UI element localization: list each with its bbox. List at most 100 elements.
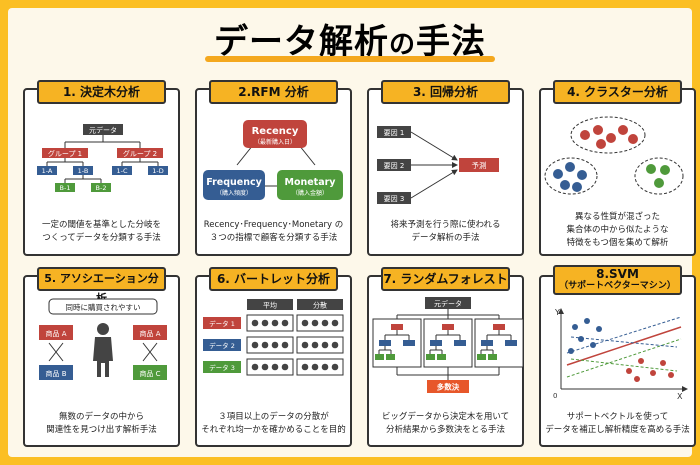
page-title: データ解析の手法 [0,14,700,63]
rfm-diagram: Recency （最新購入日） Frequency （購入頻度） Monetar… [203,120,343,200]
svm-margin-upper [566,316,682,354]
tree-node [426,354,435,360]
card-description: 異なる性質が混ざった 集合体の中から似たような 特徴をもつ個を集めて解析 [566,212,669,248]
card-heading: 6. バートレット分析 [209,267,338,291]
tree-group1-box [42,148,88,158]
prediction-label: 予測 [472,160,487,170]
tree-node [477,354,486,360]
cell-dot [331,363,339,371]
x-axis-label: X [677,392,683,401]
tree-node [379,340,391,346]
card-description: ビッグデータから決定木を用いて 分析結果から多数決をとる手法 [381,412,510,435]
bartlett-table: 平均 分散 データ 1 データ 2 データ 3 [203,299,344,376]
card-heading: 5. アソシエーション分析 [37,267,166,305]
card-association: 5. アソシエーション分析 同時に購買されやすい 商品 A 商品 B 商品 A … [23,267,180,447]
origin-label: 0 [553,392,557,400]
col-variance: 分散 [313,301,327,310]
title-end: 手法 [416,22,486,62]
item-a-left: 商品 A [45,329,66,338]
factor-1: 要因 1 [384,129,405,137]
card-description: 無数のデータの中から 関連性を見つけ出す解析手法 [46,412,157,435]
cell-dot [271,363,279,371]
card-description: ３項目以上のデータの分散が それぞれ均一かを確かめることを目的 [201,412,346,435]
row-label-box [203,339,241,351]
tree-node [505,340,517,346]
cell-dot [251,319,259,327]
row-label: データ 2 [209,341,235,350]
tree-root-box [83,124,123,135]
item-c: 商品 C [139,369,160,378]
svm-plot: Y X 0 [553,308,688,401]
tree-node [442,324,454,330]
card-cluster: 4. クラスター分析 異なる性質が混ざった 集合体の中から似たような 特徴をも [539,80,696,256]
card-description: 一定の閾値を基準とした分岐を つくってデータを分類する手法 [41,220,161,243]
cell-dot [311,363,319,371]
table-cell [246,358,294,376]
item-b: 商品 B [45,369,66,378]
col-mean: 平均 [263,301,277,310]
card-description: Recency･Frequency･Monetary の ３つの指標で顧客を分類… [203,220,344,243]
row-label-box [203,361,241,373]
regression-diagram: 要因 1 要因 2 要因 3 予測 [377,126,499,204]
tree-node-1b: 1-B [78,167,89,175]
card-description: 将来予測を行う際に使われる データ解析の手法 [390,220,501,243]
cell-dot [331,319,339,327]
cell-dot [321,341,329,349]
svm-margin-lower [566,338,682,378]
row-label: データ 3 [209,363,235,372]
tree-root: 元データ [89,126,117,135]
cell-dot [301,341,309,349]
cell-dot [281,363,289,371]
frequency-box [203,170,265,200]
card-random-forest: 7. ランダムフォレスト 元データ 多数決 ビッグデータから決定木を用いて 分析… [367,267,524,447]
card-svm: 8.SVM （サポートベクターマシン） Y X 0 [539,265,696,447]
tree-node [488,354,497,360]
tree-node-1c: 1-C [116,167,127,175]
tree-node [493,324,505,330]
table-cell [296,314,344,332]
cell-dot [301,319,309,327]
table-cell [296,358,344,376]
cell-dot [311,341,319,349]
vote-box [427,380,469,393]
title-particle: の [388,30,416,60]
monetary-sub: （購入金額） [292,189,328,197]
card-bartlett: 6. バートレット分析 平均 分散 データ 1 データ 2 データ 3 ３項目以上の… [195,267,352,447]
cell-dot [301,363,309,371]
tree-node [454,340,466,346]
monetary-label: Monetary [284,177,336,188]
card-heading: 3. 回帰分析 [381,80,510,104]
vote-label: 多数決 [437,382,460,392]
tree-node-b1: B-1 [60,184,71,192]
tree-node-1d: 1-D [152,167,164,175]
cell-dot [261,319,269,327]
cell-dot [281,341,289,349]
row-label: データ 1 [209,319,235,328]
item-a-right: 商品 A [139,329,160,338]
tree-group2: グループ 2 [123,149,157,158]
svm-hyperplane [566,326,682,366]
cell-dot [321,319,329,327]
card-regression: 3. 回帰分析 要因 1 要因 2 要因 3 予測 将来予測を行う際に使われる [367,80,524,256]
cell-dot [261,341,269,349]
random-forest-diagram: 元データ 多数決 [372,297,524,393]
frequency-sub: （購入頻度） [216,189,252,197]
recency-box [243,120,307,148]
title-main: データ解析 [213,22,389,62]
y-axis-label: Y [554,308,560,317]
table-cell [296,336,344,354]
bubble-text: 同時に購買されやすい [66,302,141,312]
cell-dot [251,363,259,371]
tree-node [481,340,493,346]
tree-node [437,354,446,360]
tree-node [375,354,384,360]
frequency-label: Frequency [206,177,262,188]
cell-dot [271,341,279,349]
row-label-box [203,317,241,329]
tree-group1: グループ 1 [48,149,82,158]
recency-sub: （最新購入日） [254,138,296,146]
tree-node [391,324,403,330]
card-description: サポートベクトルを使って データを補正し解析精度を高める手法 [545,412,690,435]
card-heading: 1. 決定木分析 [37,80,166,104]
